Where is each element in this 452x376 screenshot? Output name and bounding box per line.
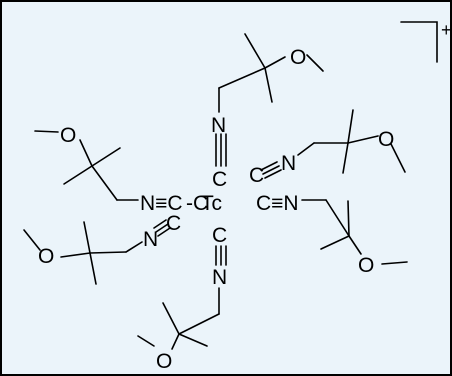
ligand-left: N≡C -C O	[34, 124, 208, 215]
atom-n-upper-right: N	[281, 152, 296, 175]
label-cn-right: C≡N	[256, 192, 299, 215]
atom-tc-center: Tc	[201, 192, 222, 215]
ligand-right: C≡N O	[256, 192, 408, 277]
complex-bracket	[400, 21, 438, 63]
atom-n-bottom: N	[212, 266, 227, 289]
label-nc-left: N≡C	[140, 192, 183, 215]
atom-n-top: N	[211, 114, 226, 137]
atom-o-bottom: O	[156, 350, 172, 373]
atom-o-left: O	[60, 124, 76, 147]
label-dash-c-left: -C	[186, 192, 208, 215]
atom-c-bottom: C	[212, 224, 227, 247]
ligand-upper-right: C N O	[249, 109, 406, 187]
complex-charge: +	[441, 20, 452, 40]
atom-o-top: O	[290, 46, 306, 69]
atom-c-upper-right: C	[249, 164, 264, 187]
atom-n-lower-left: N	[143, 228, 158, 251]
atom-o-lower-left: O	[38, 245, 54, 268]
atom-o-upper-right: O	[378, 128, 394, 151]
atom-c-top: C	[212, 168, 227, 191]
atom-o-right: O	[358, 254, 374, 277]
ligand-top: O N C	[211, 33, 324, 191]
atom-c-lower-left: C	[166, 212, 181, 235]
ligand-bottom: C N O	[137, 224, 227, 373]
ligand-lower-left: C N O	[23, 212, 181, 285]
